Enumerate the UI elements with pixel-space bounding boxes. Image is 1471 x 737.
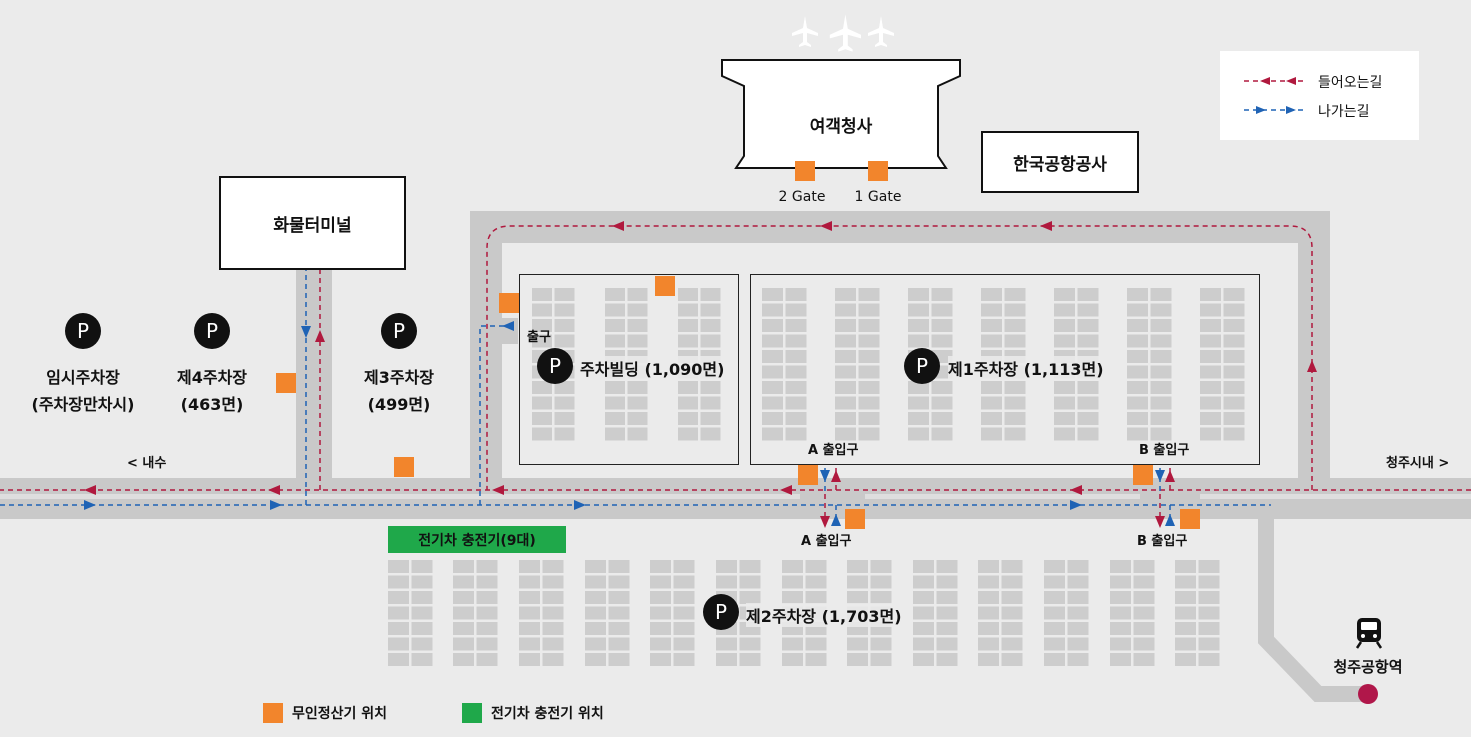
incoming-route-loop bbox=[486, 225, 1313, 490]
kiosk-marker-a-top bbox=[798, 465, 818, 485]
b-entrance-bottom-label: B 출입구 bbox=[1137, 534, 1188, 549]
parking-icon-lot2: P bbox=[703, 594, 739, 630]
kiosk-marker-b-bottom bbox=[1180, 509, 1200, 529]
airport-corp-building: 한국공항공사 bbox=[981, 131, 1139, 193]
route-legend: 들어오는길 나가는길 bbox=[1220, 51, 1419, 140]
parking-icon-lot3: P bbox=[381, 313, 417, 349]
loop-road-top bbox=[470, 211, 1330, 243]
parking-icon-temp: P bbox=[65, 313, 101, 349]
kiosk-marker-a-bottom bbox=[845, 509, 865, 529]
kiosk-legend-swatch bbox=[263, 703, 283, 723]
station-road bbox=[1258, 519, 1368, 702]
parking-icon-building: P bbox=[537, 348, 573, 384]
kiosk-marker-lot4 bbox=[276, 373, 296, 393]
outgoing-route-exit bbox=[479, 325, 512, 505]
kiosk-marker-lot3 bbox=[394, 457, 414, 477]
cargo-road bbox=[296, 268, 332, 494]
main-road-lower bbox=[0, 499, 1471, 519]
kiosk-marker-building bbox=[655, 276, 675, 296]
lot4-label: 제4주차장 bbox=[176, 368, 248, 387]
gate1-label: 1 Gate bbox=[854, 189, 902, 205]
lot1-label: 제1주차장 (1,113면) bbox=[948, 356, 1104, 380]
terminal-label: 여객청사 bbox=[809, 117, 873, 137]
temp-lot-note: (주차장만차시) bbox=[31, 395, 135, 414]
exit-spur bbox=[470, 318, 518, 344]
gate2-label: 2 Gate bbox=[778, 189, 826, 205]
ev-legend-swatch bbox=[462, 703, 482, 723]
lot2-label: 제2주차장 (1,703면) bbox=[746, 603, 902, 627]
cargo-terminal-building: 화물터미널 bbox=[219, 176, 406, 270]
legend-outgoing: 나가는길 bbox=[1318, 104, 1370, 120]
airplanes-icon bbox=[792, 14, 894, 52]
kiosk-legend-label: 무인정산기 위치 bbox=[292, 706, 388, 722]
station-label: 청주공항역 bbox=[1333, 658, 1403, 676]
direction-naesu: < 내수 bbox=[127, 456, 167, 471]
kiosk-marker-exit bbox=[499, 293, 519, 313]
terminal-building-shape bbox=[721, 59, 961, 169]
station-dot bbox=[1358, 684, 1378, 704]
parking-lot-1 bbox=[750, 274, 1260, 465]
route-legend-lines bbox=[1244, 77, 1304, 114]
parking-icon-lot1: P bbox=[904, 348, 940, 384]
direction-city: 청주시내 > bbox=[1386, 456, 1450, 471]
kiosk-marker-b-top bbox=[1133, 465, 1153, 485]
b-entrance-top-label: B 출입구 bbox=[1139, 443, 1190, 458]
exit-label: 출구 bbox=[527, 330, 551, 345]
parking-building-lot bbox=[519, 274, 739, 465]
kiosk-marker-gate1 bbox=[868, 161, 888, 181]
loop-road-right bbox=[1298, 211, 1330, 494]
ev-legend-label: 전기차 충전기 위치 bbox=[491, 706, 604, 722]
loop-road-left bbox=[470, 211, 502, 494]
legend-incoming: 들어오는길 bbox=[1318, 75, 1383, 91]
parking-building-label: 주차빌딩 (1,090면) bbox=[580, 356, 725, 380]
kiosk-marker-gate2 bbox=[795, 161, 815, 181]
lot3-capacity: (499면) bbox=[367, 395, 431, 414]
main-road-median bbox=[0, 494, 1471, 499]
parking-icon-lot4: P bbox=[194, 313, 230, 349]
lot4-capacity: (463면) bbox=[180, 395, 244, 414]
train-icon bbox=[1355, 618, 1383, 649]
a-entrance-top-label: A 출입구 bbox=[808, 443, 859, 458]
a-entrance-bottom-label: A 출입구 bbox=[801, 534, 852, 549]
main-road-upper bbox=[0, 478, 1471, 494]
temp-lot-label: 임시주차장 bbox=[46, 368, 120, 387]
ev-charger-label: 전기차 충전기(9대) bbox=[388, 526, 566, 553]
lot3-label: 제3주차장 bbox=[363, 368, 435, 387]
